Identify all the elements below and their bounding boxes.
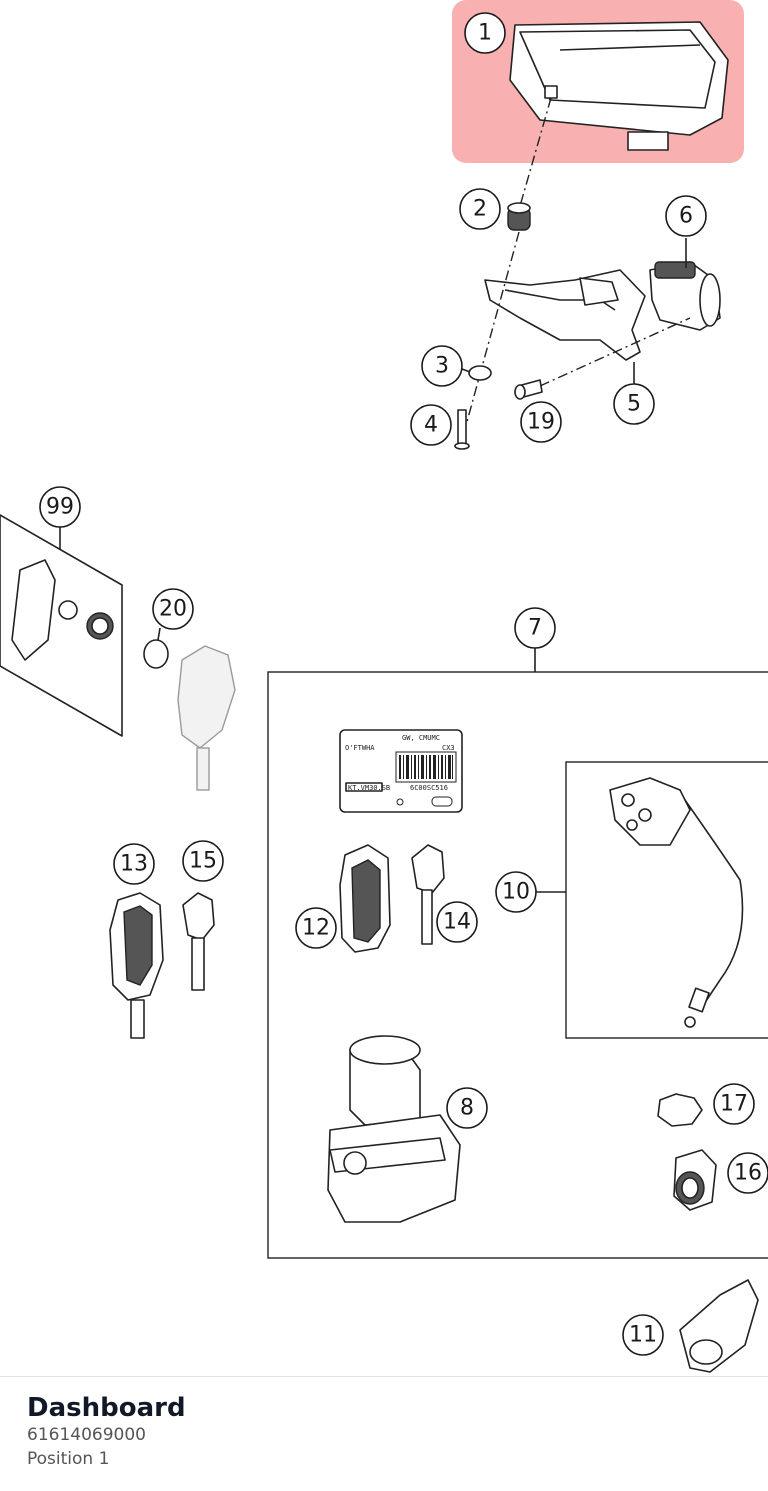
washer-part[interactable] — [468, 365, 492, 381]
code-card-title: GW, CMUMC — [402, 734, 440, 742]
dashboard-bracket-part[interactable] — [484, 269, 646, 361]
callout-16[interactable]: 16 — [727, 1152, 768, 1194]
callout-14[interactable]: 14 — [436, 901, 478, 943]
screw-part-4[interactable] — [454, 409, 470, 450]
lock-set-frame — [267, 671, 768, 1259]
key-part-14[interactable] — [411, 844, 445, 945]
callout-15-label: 15 — [189, 849, 217, 874]
callout-11[interactable]: 11 — [622, 1314, 664, 1356]
callout-5-label: 5 — [627, 392, 641, 417]
callout-17[interactable]: 17 — [713, 1083, 755, 1125]
key-fob-part-13[interactable] — [109, 892, 164, 1039]
callout-11-label: 11 — [629, 1323, 657, 1348]
callout-6[interactable]: 6 — [665, 195, 707, 237]
callout-20-label: 20 — [159, 597, 187, 622]
callout-6-label: 6 — [679, 204, 693, 229]
code-card-line-1: O'FTWHA — [345, 744, 375, 752]
lock-cable-frame — [565, 761, 768, 1039]
callout-7[interactable]: 7 — [514, 607, 556, 649]
callout-2-label: 2 — [473, 197, 487, 222]
callout-8[interactable]: 8 — [446, 1087, 488, 1129]
barcode — [395, 751, 457, 783]
battery-part[interactable] — [143, 639, 169, 669]
rubber-bush-part[interactable] — [507, 202, 531, 231]
key-part-15[interactable] — [182, 892, 215, 991]
callout-2[interactable]: 2 — [459, 188, 501, 230]
key-fob-part-12[interactable] — [339, 844, 391, 953]
callout-3[interactable]: 3 — [421, 345, 463, 387]
callout-5[interactable]: 5 — [613, 383, 655, 425]
dashboard-display-part[interactable] — [509, 21, 729, 151]
callout-8-label: 8 — [460, 1096, 474, 1121]
code-card: GW, CMUMC O'FTWHA CX3 KT.VM30.SB 6C00SC5… — [339, 729, 463, 813]
exploded-parts-diagram: GW, CMUMC O'FTWHA CX3 KT.VM30.SB 6C00SC5… — [0, 0, 768, 1373]
callout-1-label: 1 — [478, 21, 492, 46]
lock-cylinder-part[interactable] — [673, 1149, 717, 1211]
callout-16-label: 16 — [734, 1161, 762, 1186]
callout-1[interactable]: 1 — [464, 12, 506, 54]
callout-12[interactable]: 12 — [295, 907, 337, 949]
part-number: 61614069000 — [27, 1425, 146, 1445]
callout-19-label: 19 — [527, 410, 555, 435]
part-position: Position 1 — [27, 1449, 110, 1469]
part-info-panel: Dashboard 61614069000 Position 1 — [0, 1376, 768, 1491]
callout-99[interactable]: 99 — [39, 486, 81, 528]
code-card-code-1: KT.VM30.SB — [348, 784, 390, 792]
callout-13[interactable]: 13 — [113, 843, 155, 885]
code-card-code-2: 6C00SC516 — [410, 784, 448, 792]
callout-20[interactable]: 20 — [152, 588, 194, 630]
ignition-lock-part[interactable] — [327, 1035, 461, 1223]
part-name: Dashboard — [27, 1393, 186, 1423]
callout-15[interactable]: 15 — [182, 840, 224, 882]
callout-13-label: 13 — [120, 852, 148, 877]
clamp-part[interactable] — [649, 261, 721, 331]
callout-4-label: 4 — [424, 413, 438, 438]
callout-12-label: 12 — [302, 916, 330, 941]
callout-19[interactable]: 19 — [520, 401, 562, 443]
callout-4[interactable]: 4 — [410, 404, 452, 446]
callout-99-label: 99 — [46, 495, 74, 520]
nut-part[interactable] — [657, 1093, 703, 1127]
key-fob-ghost-part — [177, 645, 236, 791]
callout-3-label: 3 — [435, 354, 449, 379]
callout-14-label: 14 — [443, 910, 471, 935]
callout-7-label: 7 — [528, 616, 542, 641]
callout-10-label: 10 — [502, 880, 530, 905]
code-card-line-2: CX3 — [442, 744, 455, 752]
callout-10[interactable]: 10 — [495, 871, 537, 913]
bolt-part-19[interactable] — [514, 379, 543, 400]
key-housing-panel — [0, 514, 123, 737]
seat-lock-cable-part[interactable] — [609, 777, 744, 1028]
cover-part[interactable] — [679, 1279, 759, 1373]
callout-17-label: 17 — [720, 1092, 748, 1117]
